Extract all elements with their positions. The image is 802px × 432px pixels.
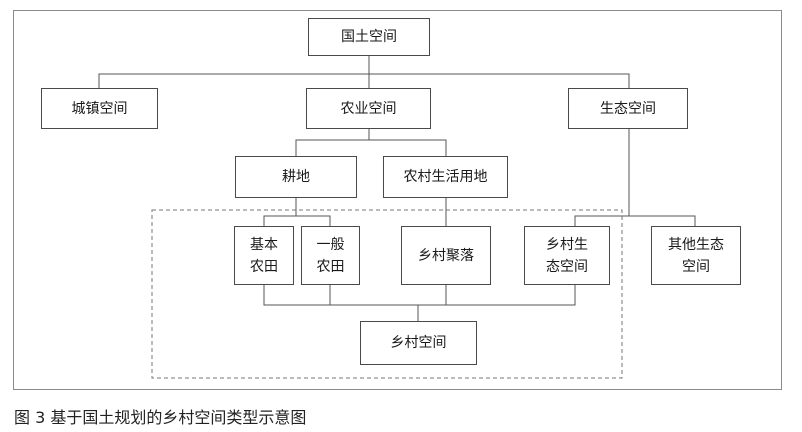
node-agri-label: 农业空间 (340, 100, 397, 117)
node-general-farm-label: 一般 农田 (316, 236, 345, 275)
figure-caption: 图 3 基于国土规划的乡村空间类型示意图 (14, 408, 307, 427)
edge-root-eco (369, 73, 630, 88)
edge-root-children (98, 56, 370, 88)
edge-farmland-general (296, 215, 331, 226)
node-rural-land: 农村生活用地 (383, 156, 508, 198)
figure-frame (13, 10, 782, 390)
node-root-label: 国土空间 (341, 29, 397, 45)
node-basic-farm: 基本 农田 (234, 226, 294, 285)
node-eco: 生态空间 (568, 88, 688, 129)
edge-agri-farmland (295, 129, 370, 156)
node-rural-space-label: 乡村空间 (390, 335, 447, 351)
node-eco-label: 生态空间 (600, 100, 656, 117)
node-other-eco-label: 其他生态 空间 (668, 236, 724, 275)
edge-eco-rural-eco (574, 215, 629, 226)
node-urban-label: 城镇空间 (71, 100, 128, 117)
node-rural-land-label: 农村生活用地 (403, 169, 488, 185)
node-rural-eco: 乡村生 态空间 (524, 226, 610, 285)
dashed-group-boundary (151, 209, 623, 379)
node-agri: 农业空间 (306, 88, 431, 129)
node-general-farm: 一般 农田 (301, 226, 360, 285)
edge-eco-other-eco (629, 215, 696, 226)
node-basic-farm-label: 基本 农田 (250, 236, 278, 275)
node-rural-space: 乡村空间 (360, 321, 477, 365)
node-urban: 城镇空间 (41, 88, 158, 129)
node-rural-eco-label: 乡村生 态空间 (546, 236, 588, 275)
edge-agri-rural-land (369, 139, 447, 156)
node-root: 国土空间 (308, 18, 430, 56)
edge-farmland-farms (263, 198, 297, 226)
node-village-label: 乡村聚落 (418, 247, 474, 264)
node-other-eco: 其他生态 空间 (651, 226, 741, 285)
node-village: 乡村聚落 (401, 226, 491, 285)
node-farmland: 耕地 (235, 156, 357, 198)
node-farmland-label: 耕地 (282, 169, 310, 185)
edge-merge-bus (263, 285, 576, 306)
